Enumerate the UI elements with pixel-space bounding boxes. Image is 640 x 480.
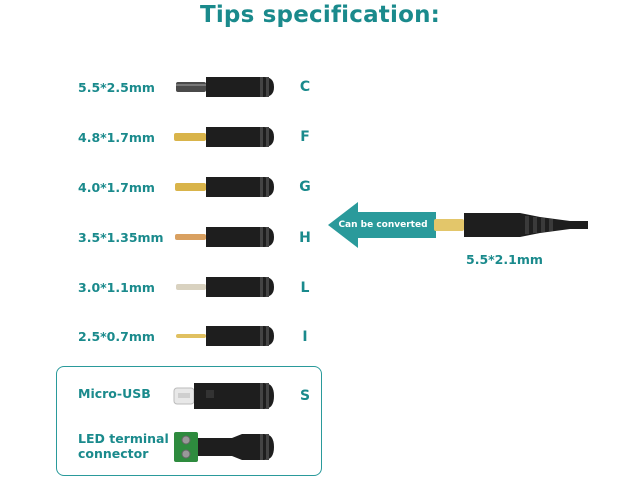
led-terminal-connector-image [174,432,274,462]
tip-size-label: 4.0*1.7mm [78,180,155,195]
convert-arrow-text: Can be converted [338,220,428,230]
tip-size-label: 3.5*1.35mm [78,230,164,245]
source-size-label: 5.5*2.1mm [466,252,543,267]
dc-tip-i-image [176,326,274,346]
dc-tip-l-image [176,277,274,297]
tip-code-letter: G [299,179,311,195]
tip-code-letter: H [299,230,311,246]
micro-usb-code-letter: S [299,388,311,404]
tip-size-label: 2.5*0.7mm [78,329,155,344]
dc-tip-g-image [175,177,274,197]
dc-tip-h-image [175,227,274,247]
special-connectors-box [56,366,322,476]
led-terminal-label-line1: LED terminal [78,431,169,446]
dc-tip-c-image [176,77,274,97]
tip-code-letter: L [300,280,310,296]
dc-tip-f-image [174,127,274,147]
micro-usb-adapter-image [173,383,274,409]
tip-size-label: 5.5*2.5mm [78,80,155,95]
tip-size-label: 3.0*1.1mm [78,280,155,295]
tip-size-label: 4.8*1.7mm [78,130,155,145]
tip-code-letter: I [302,329,308,345]
source-plug-image [434,213,588,237]
left-arrow-icon [328,202,436,248]
tip-code-letter: C [299,79,311,95]
led-terminal-label-line2: connector [78,446,149,461]
tip-code-letter: F [300,129,310,145]
micro-usb-label: Micro-USB [78,386,151,401]
page-title: Tips specification: [199,2,441,28]
